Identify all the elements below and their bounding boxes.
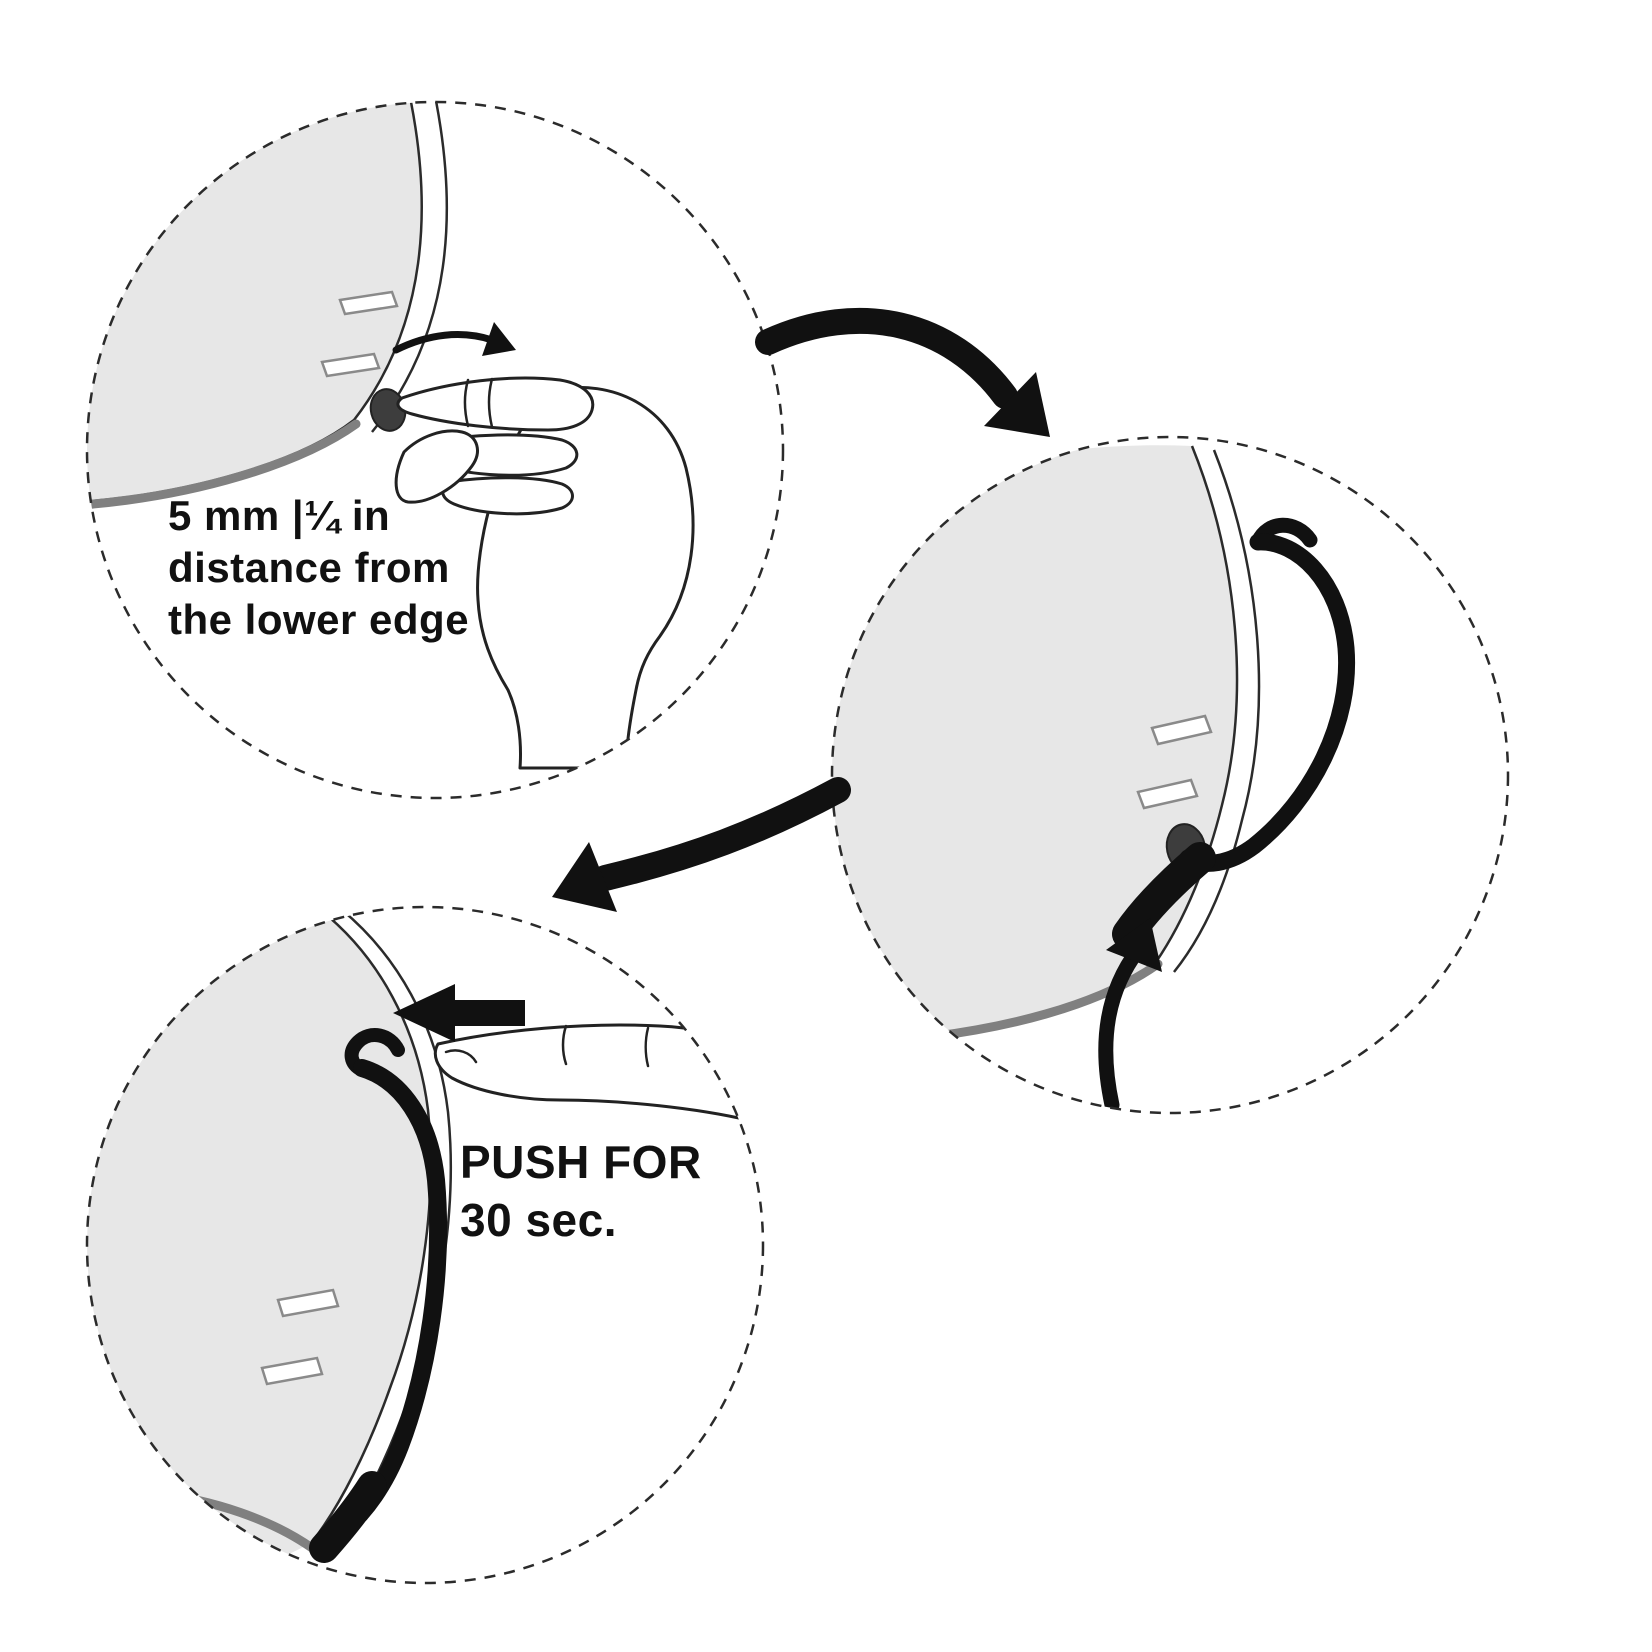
step3-hook-band xyxy=(309,1471,387,1563)
arrow-step2-to-step3-shaft xyxy=(592,777,851,891)
step3-vent-1 xyxy=(276,1288,340,1318)
step2-bubble xyxy=(830,435,1510,1115)
step1-vent-1 xyxy=(338,290,399,316)
step3-fingernail xyxy=(444,1049,478,1064)
step3-caption-line1: PUSH FOR xyxy=(460,1136,702,1188)
step1-finger-band-1 xyxy=(463,378,470,428)
step2-attach-arrow xyxy=(1098,942,1146,1113)
arrow-step1-to-step2-head xyxy=(984,372,1050,437)
step1-caption-line1: 5 mm |¼ in xyxy=(168,492,390,540)
step3-finger-crease-2 xyxy=(644,1026,650,1068)
step1-finger-band-2 xyxy=(487,377,494,429)
step3-push-arrow xyxy=(393,984,525,1042)
step1-helmet-rim xyxy=(87,419,361,510)
step2-bubble-outline xyxy=(830,435,1510,1115)
step2-helmet-outer-edge xyxy=(1173,449,1261,973)
step3-helmet-shell xyxy=(87,907,431,1580)
step2-vent-2 xyxy=(1136,778,1199,810)
step2-hook-band xyxy=(1112,842,1216,950)
step3-caption-line2: 30 sec. xyxy=(460,1194,617,1246)
step1-rotate-arrow xyxy=(392,331,496,354)
arrow-step1-to-step2 xyxy=(755,307,1050,437)
step1-helmet-outer-edge xyxy=(371,102,449,433)
step1-bubble-outline xyxy=(85,100,785,800)
step1-hand-thumb xyxy=(394,429,479,504)
step3-bubble-outline xyxy=(85,905,765,1585)
step2-vent-1 xyxy=(1150,714,1213,746)
step1-vent-2 xyxy=(320,352,381,378)
step3-vent-2 xyxy=(260,1356,324,1386)
step3-bubble: PUSH FOR 30 sec. xyxy=(85,905,765,1585)
step1-bubble: 5 mm |¼ in distance from the lower edge xyxy=(85,100,785,800)
arrow-step1-to-step2-shaft xyxy=(755,307,1018,409)
step1-hand-ring-finger xyxy=(441,476,574,516)
step3-hook-arm xyxy=(351,1059,448,1523)
step1-rotate-arrow-head xyxy=(482,322,516,356)
step1-caption-line2: distance from xyxy=(168,544,450,591)
arrow-step2-to-step3 xyxy=(552,777,851,912)
step1-helmet-shell xyxy=(87,102,422,505)
step3-finger-crease-1 xyxy=(561,1024,568,1066)
step2-attach-arrow-head xyxy=(1106,918,1162,972)
arrow-step2-to-step3-head xyxy=(552,842,617,912)
step1-caption-line3: the lower edge xyxy=(168,596,469,643)
step3-helmet-inner-edge xyxy=(311,907,433,1543)
step2-helmet-shell xyxy=(832,445,1237,1040)
step2-hook-arm xyxy=(1179,533,1356,872)
step3-push-finger xyxy=(433,1023,762,1124)
step1-hand-index-finger xyxy=(396,376,595,432)
step3-hook-curl xyxy=(344,1028,405,1077)
